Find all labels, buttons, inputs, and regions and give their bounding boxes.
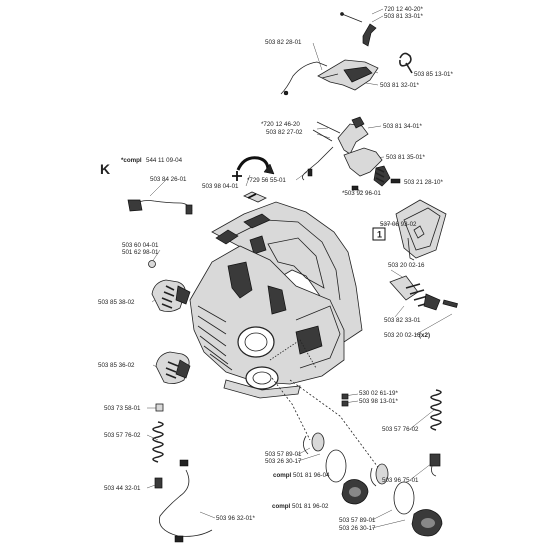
coil-spring-right bbox=[429, 389, 442, 477]
part-label: 720 12 40-20* bbox=[384, 6, 423, 13]
part-label: 501 81 96-02 bbox=[292, 503, 329, 510]
part-label: 503 85 38-02 bbox=[98, 299, 135, 306]
part-label: 503 85 36-02 bbox=[98, 362, 135, 369]
section-letter: K bbox=[100, 161, 110, 177]
part-label: 537 08 93-02 bbox=[380, 221, 417, 228]
part-label: *503 92 96-01 bbox=[342, 190, 381, 197]
part-label: 503 57 76-02 bbox=[382, 426, 419, 433]
part-label: 501 62 98-01 bbox=[122, 249, 159, 256]
part-label: 503 82 28-01 bbox=[265, 39, 302, 46]
stop-switch-cable bbox=[127, 199, 193, 215]
part-label: *720 12 46-20 bbox=[261, 121, 300, 128]
part-label: *729 56 55-01 bbox=[247, 177, 286, 184]
ignition-wire bbox=[159, 459, 213, 543]
part-label: 503 96 75-01 bbox=[382, 477, 419, 484]
part-label: 503 57 89-01 bbox=[339, 517, 376, 524]
part-label: 503 81 32-01* bbox=[380, 82, 419, 89]
part-label: 503 73 58-01 bbox=[104, 405, 141, 412]
part-label: 503 57 76-02 bbox=[104, 432, 141, 439]
av-damper-right bbox=[389, 275, 458, 311]
part-label: 503 96 32-01* bbox=[216, 515, 255, 522]
part-label: 503 21 28-10* bbox=[404, 179, 443, 186]
fuel-cap-assembly bbox=[271, 377, 369, 505]
part-label: 503 26 30-17 bbox=[339, 525, 376, 532]
tank-housing bbox=[189, 201, 363, 399]
part-label: 503 82 33-01 bbox=[384, 317, 421, 324]
av-damper-upper bbox=[151, 279, 191, 312]
part-labels: 720 12 40-20* 503 81 33-01* 503 82 28-01… bbox=[98, 6, 453, 532]
part-label: 503 98 13-01* bbox=[359, 398, 398, 405]
part-label: 503 44 32-01 bbox=[104, 485, 141, 492]
part-label: 503 57 89-01 bbox=[265, 451, 302, 458]
part-label-prefix: compl bbox=[272, 503, 291, 510]
note-box: 1 bbox=[372, 227, 386, 241]
note-box-number: 1 bbox=[377, 230, 382, 240]
assembly-guide-line bbox=[269, 339, 317, 369]
part-label: 503 82 27-02 bbox=[266, 129, 303, 136]
air-filter-bracket bbox=[395, 199, 447, 261]
part-label-prefix: *compl bbox=[121, 157, 142, 164]
part-label: 503 81 34-01* bbox=[383, 123, 422, 130]
part-label: 503 81 33-01* bbox=[384, 13, 423, 20]
part-label: 503 85 13-01* bbox=[414, 71, 453, 78]
part-label-prefix: compl bbox=[273, 472, 292, 479]
oil-cap-assembly bbox=[289, 379, 443, 537]
part-label: 503 81 35-01* bbox=[386, 154, 425, 161]
part-label: 503 26 30-17 bbox=[265, 458, 302, 465]
throttle-lever-assembly bbox=[280, 12, 413, 96]
part-label: 503 20 02-16 bbox=[384, 332, 421, 339]
av-damper-lower bbox=[155, 351, 191, 384]
part-label: 503 84 26-01 bbox=[150, 176, 187, 183]
part-label: 503 98 04-01 bbox=[202, 183, 239, 190]
part-label: 530 02 61-19* bbox=[359, 390, 398, 397]
part-label: 501 81 96-04 bbox=[293, 472, 330, 479]
rotation-arrow-icon bbox=[232, 156, 275, 203]
choke-lever-assembly bbox=[302, 116, 401, 191]
part-label-suffix: (x2) bbox=[419, 332, 430, 339]
coil-spring-left bbox=[152, 403, 164, 489]
part-label: 503 20 02-16 bbox=[388, 262, 425, 269]
fasteners bbox=[148, 260, 349, 407]
part-label: 503 60 04-01 bbox=[122, 242, 159, 249]
part-label: 544 11 09-04 bbox=[146, 157, 183, 164]
